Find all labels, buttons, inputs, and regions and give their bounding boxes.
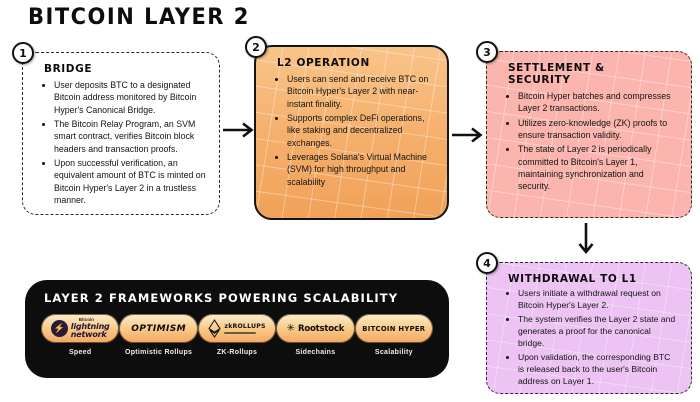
step-title-withdrawal-l1: WITHDRAWAL TO L1 [508,273,637,285]
step-number-badge: 1 [12,42,34,64]
bitcoin-hyper-wordmark: BITCOIN HYPER [362,324,426,333]
step-card-bridge: 1 BRIDGE User deposits BTC to a designat… [12,42,220,215]
bullet: The system verifies the Layer 2 state an… [518,313,678,349]
framework-lightning-network: ⚡ Bitcoin lightning network Speed [41,314,120,356]
step-number-badge: 4 [476,252,498,274]
framework-bitcoin-hyper: BITCOIN HYPER Scalability [354,314,434,356]
ethereum-diamond-icon [208,319,222,338]
framework-zk-rollups: zkROLLUPS ZK-Rollups [197,314,277,356]
bullet: Utilizes zero-knowledge (ZK) proofs to e… [518,117,678,142]
step-card-withdrawal-l1: 4 WITHDRAWAL TO L1 Users initiate a with… [476,252,692,394]
bullet: Users initiate a withdrawal request on B… [518,287,678,311]
arrow-right-icon [223,122,254,138]
rootstock-gear-icon: ✳ [286,322,296,334]
step-bullets-bridge: User deposits BTC to a designated Bitcoi… [38,79,206,206]
step-number-badge: 2 [245,36,267,58]
framework-label: ZK-Rollups [216,349,258,356]
bullet: User deposits BTC to a designated Bitcoi… [54,79,206,116]
zk-rollups-wordmark: zkROLLUPS [224,323,266,331]
optimism-logo: OPTIMISM [119,314,198,343]
optimism-wordmark: OPTIMISM [131,323,186,334]
frameworks-panel-title: LAYER 2 FRAMEWORKS POWERING SCALABILITY [44,291,399,306]
frameworks-logo-row: ⚡ Bitcoin lightning network Speed OPTIMI… [39,314,435,356]
bitcoin-hyper-logo: BITCOIN HYPER [354,314,434,343]
lightning-network-logo: ⚡ Bitcoin lightning network [41,314,120,343]
framework-label: Sidechains [295,349,336,356]
step-title-l2-operation: L2 OPERATION [277,57,370,69]
bullet: The Bitcoin Relay Program, an SVM smart … [54,118,206,155]
network-word: network [70,329,107,339]
frameworks-panel: LAYER 2 FRAMEWORKS POWERING SCALABILITY … [25,280,449,378]
bullet: Upon successful verification, an equival… [54,157,206,206]
step-bullets-withdrawal-l1: Users initiate a withdrawal request on B… [502,287,678,387]
arrow-right-icon [452,127,483,143]
lightning-bolt-icon: ⚡ [50,320,68,337]
rootstock-wordmark: Rootstock [298,323,345,334]
lightning-network-wordmark: Bitcoin lightning network [71,318,110,339]
step-number: 2 [252,40,260,54]
step-number: 4 [483,256,491,270]
framework-label: Scalability [374,349,413,356]
lightning-word: lightning [70,321,110,331]
bullet: Bitcoin Hyper batches and compresses Lay… [518,90,678,115]
framework-rootstock: ✳ Rootstock Sidechains [276,314,355,356]
framework-optimism: OPTIMISM Optimistic Rollups [119,314,198,356]
step-title-bridge: BRIDGE [44,63,93,75]
arrow-down-icon [578,223,594,255]
step-card-l2-operation: 2 L2 OPERATION Users can send and receiv… [245,36,449,220]
step-card-settlement-security: 3 SETTLEMENT & SECURITY Bitcoin Hyper ba… [476,41,692,218]
framework-label: Speed [68,349,92,356]
rootstock-logo: ✳ Rootstock [276,314,355,343]
page-title: BITCOIN LAYER 2 [28,4,250,29]
step-bullets-l2-operation: Users can send and receive BTC on Bitcoi… [271,73,434,188]
step-number: 1 [19,46,27,60]
bullet: The state of Layer 2 is periodically com… [518,143,678,192]
bullet: Upon validation, the corresponding BTC i… [518,351,678,387]
step-number-badge: 3 [476,41,498,63]
bullet: Supports complex DeFi operations, like s… [287,112,434,149]
step-number: 3 [483,45,491,59]
bullet: Users can send and receive BTC on Bitcoi… [287,73,434,110]
bullet: Leverages Solana's Virtual Machine (SVM)… [287,151,434,188]
bitcoin-label: Bitcoin [78,317,95,323]
framework-label: Optimistic Rollups [124,349,193,356]
step-title-settlement-security: SETTLEMENT & SECURITY [508,62,605,87]
zk-rollups-logo: zkROLLUPS [197,314,277,343]
zk-rollups-tagline-bar [224,331,257,334]
step-bullets-settlement-security: Bitcoin Hyper batches and compresses Lay… [502,90,678,193]
